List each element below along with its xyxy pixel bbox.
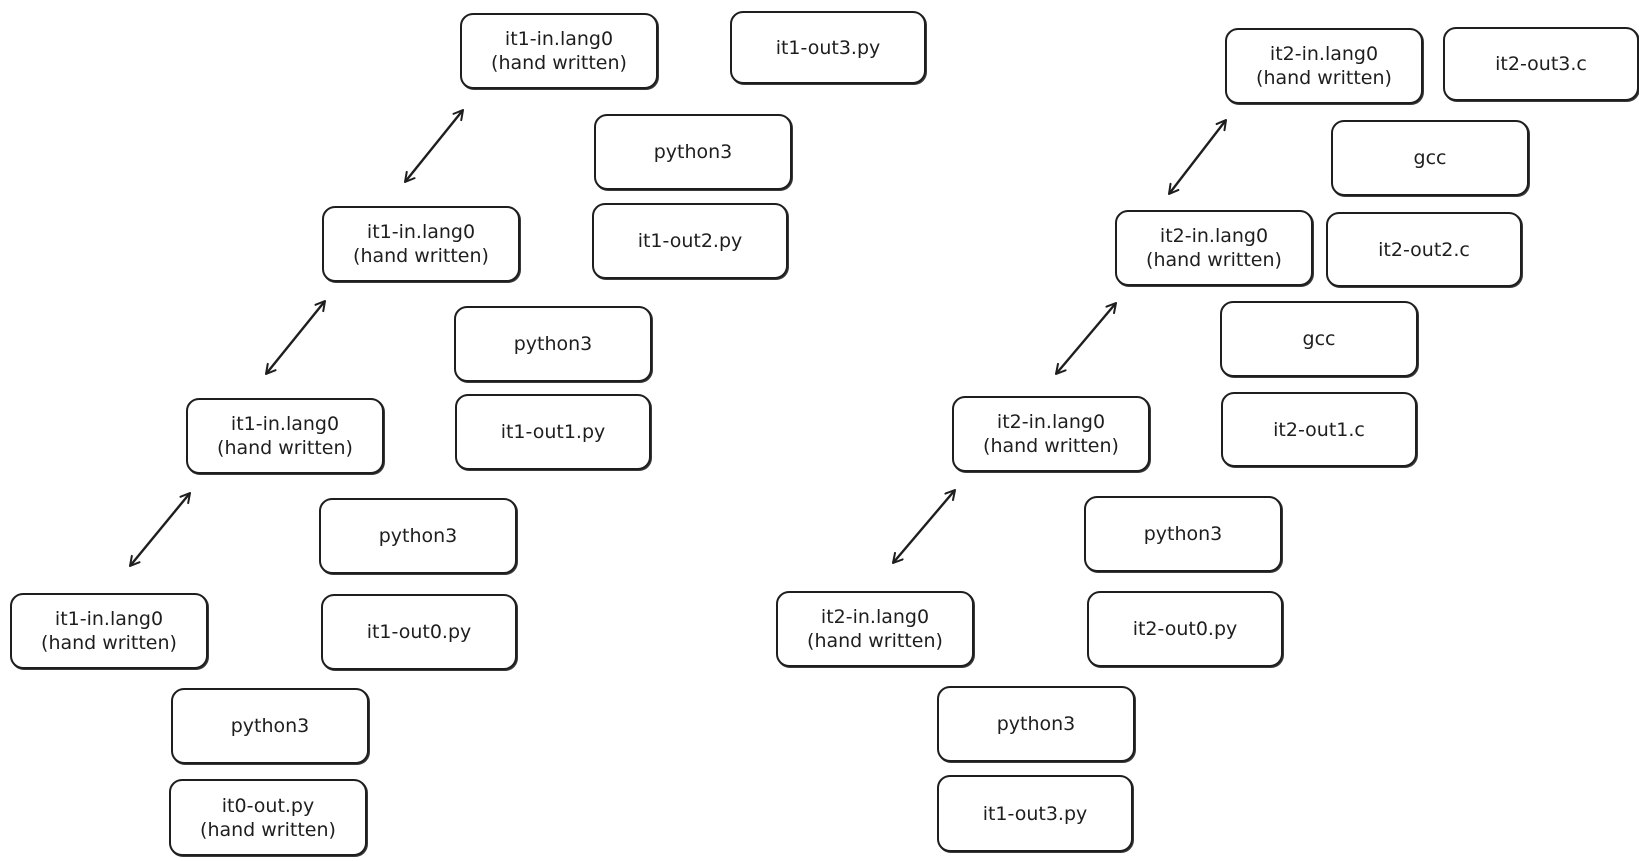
it2-in-box[interactable]: it2-in.lang0 (hand written) (952, 396, 1150, 472)
box-label: it1-in.lang0 (366, 221, 476, 243)
box-sublabel: (hand written) (1146, 249, 1282, 271)
it1-out3-box[interactable]: it1-out3.py (730, 11, 926, 84)
box-label: it1-out3.py (775, 36, 881, 59)
box-label: python3 (653, 141, 733, 163)
box-sublabel: (hand written) (1256, 67, 1392, 89)
box-label: it1-out2.py (637, 230, 743, 252)
box-sublabel: (hand written) (807, 630, 943, 652)
box-label: gcc (1413, 147, 1447, 169)
it0-out-box[interactable]: it0-out.py (hand written) (169, 779, 367, 856)
box-label: python3 (513, 333, 593, 355)
box-sublabel: (hand written) (491, 52, 627, 74)
box-label: it2-in.lang0 (996, 411, 1106, 433)
box-label: it2-out1.c (1273, 418, 1365, 441)
it2-in-box[interactable]: it2-in.lang0 (hand written) (1225, 28, 1423, 104)
box-label: gcc (1302, 328, 1336, 350)
box-label: it2-out3.c (1495, 53, 1587, 75)
it2-out0-box[interactable]: it2-out0.py (1087, 591, 1283, 667)
box-label: python3 (1143, 523, 1223, 545)
bidirectional-arrow (1168, 119, 1227, 195)
it1-in-box[interactable]: it1-in.lang0 (hand written) (460, 13, 658, 89)
box-sublabel: (hand written) (217, 437, 353, 459)
box-label: it2-out2.c (1378, 238, 1470, 261)
box-sublabel: (hand written) (41, 632, 177, 654)
gcc-box[interactable]: gcc (1331, 120, 1529, 196)
box-label: it0-out.py (221, 794, 315, 817)
python3-box[interactable]: python3 (937, 686, 1135, 762)
it2-in-box[interactable]: it2-in.lang0 (hand written) (1115, 210, 1313, 286)
python3-box[interactable]: python3 (319, 498, 517, 574)
box-label: it2-in.lang0 (820, 606, 930, 628)
box-label: it1-out3.py (982, 802, 1088, 825)
python3-box[interactable]: python3 (454, 306, 652, 382)
it1-out3-box[interactable]: it1-out3.py (937, 775, 1133, 852)
box-sublabel: (hand written) (983, 435, 1119, 457)
bidirectional-arrow (129, 492, 191, 567)
box-label: python3 (378, 525, 458, 547)
box-label: it2-out0.py (1132, 618, 1238, 640)
it1-in-box[interactable]: it1-in.lang0 (hand written) (186, 398, 384, 474)
box-label: it1-out0.py (366, 621, 472, 643)
box-label: it1-in.lang0 (54, 608, 164, 630)
box-label: python3 (996, 713, 1076, 735)
it1-out2-box[interactable]: it1-out2.py (592, 203, 788, 279)
box-label: it2-in.lang0 (1269, 43, 1379, 65)
box-sublabel: (hand written) (353, 245, 489, 267)
it1-out0-box[interactable]: it1-out0.py (321, 594, 517, 670)
box-label: python3 (230, 715, 310, 737)
bidirectional-arrow (404, 109, 464, 183)
it1-in-box[interactable]: it1-in.lang0 (hand written) (322, 206, 520, 282)
bidirectional-arrow (1055, 302, 1117, 375)
it2-out3-box[interactable]: it2-out3.c (1443, 27, 1639, 101)
box-label: it1-out1.py (500, 421, 606, 443)
box-label: it1-in.lang0 (230, 413, 340, 435)
python3-box[interactable]: python3 (1084, 496, 1282, 572)
it1-in-box[interactable]: it1-in.lang0 (hand written) (10, 593, 208, 669)
box-label: it2-in.lang0 (1159, 225, 1269, 247)
python3-box[interactable]: python3 (171, 688, 369, 764)
bidirectional-arrow (265, 300, 326, 375)
box-sublabel: (hand written) (200, 818, 336, 841)
box-label: it1-in.lang0 (504, 28, 614, 50)
it2-in-box[interactable]: it2-in.lang0 (hand written) (776, 591, 974, 667)
bidirectional-arrow (892, 489, 956, 564)
python3-box[interactable]: python3 (594, 114, 792, 190)
it2-out1-box[interactable]: it2-out1.c (1221, 392, 1417, 467)
it2-out2-box[interactable]: it2-out2.c (1326, 212, 1522, 287)
gcc-box[interactable]: gcc (1220, 301, 1418, 377)
it1-out1-box[interactable]: it1-out1.py (455, 394, 651, 470)
